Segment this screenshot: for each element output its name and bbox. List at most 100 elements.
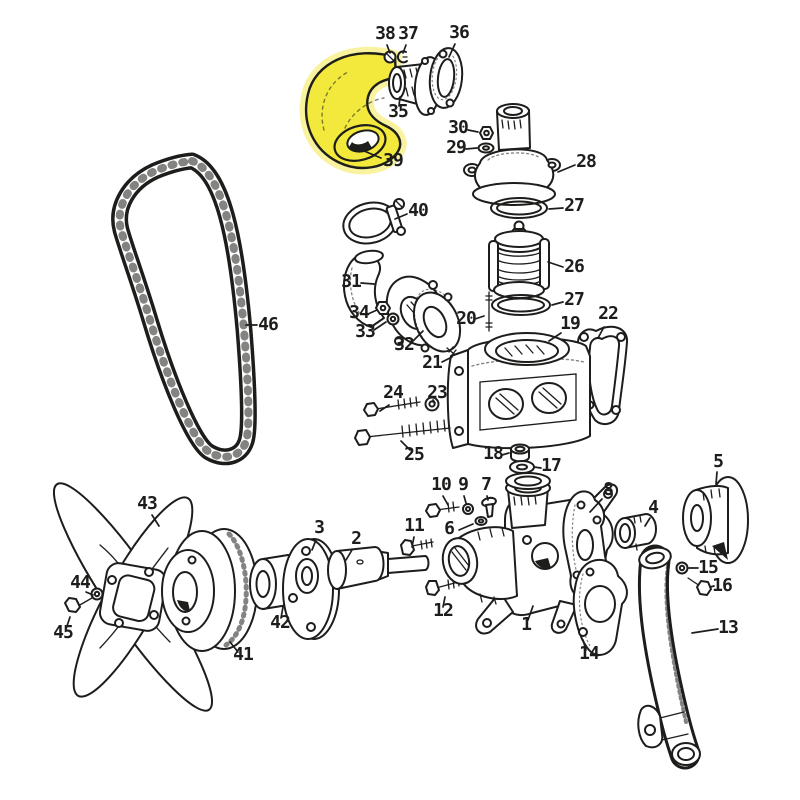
part-number-label[interactable]: 14 xyxy=(579,643,601,664)
part-number-label[interactable]: 34 xyxy=(349,302,371,323)
callout-3[interactable]: 3 xyxy=(311,517,325,551)
part-16-bolt[interactable] xyxy=(687,577,712,596)
part-number-label[interactable]: 3 xyxy=(314,517,325,538)
part-26-thermostat[interactable] xyxy=(488,220,550,299)
callout-5[interactable]: 5 xyxy=(713,451,724,485)
callout-2[interactable]: 2 xyxy=(345,528,362,561)
callout-39-highlighted[interactable]: 39 xyxy=(351,145,404,171)
part-number-label[interactable]: 18 xyxy=(483,443,504,464)
part-25-bolt[interactable] xyxy=(354,419,451,446)
part-number-label[interactable]: 10 xyxy=(431,474,452,495)
callout-42[interactable]: 42 xyxy=(270,606,291,633)
callout-17[interactable]: 17 xyxy=(533,455,562,476)
part-18-cap[interactable] xyxy=(510,443,530,463)
callout-44[interactable]: 44 xyxy=(70,572,94,596)
part-11-bolt[interactable] xyxy=(400,538,434,556)
part-4-bushing[interactable] xyxy=(614,513,657,551)
part-number-label[interactable]: 11 xyxy=(404,515,425,536)
part-number-label[interactable]: 17 xyxy=(541,455,562,476)
callout-35[interactable]: 35 xyxy=(388,96,409,122)
callout-4[interactable]: 4 xyxy=(644,497,660,527)
callout-6[interactable]: 6 xyxy=(444,518,474,539)
part-number-label[interactable]: 13 xyxy=(718,617,739,638)
callout-25[interactable]: 25 xyxy=(400,440,425,465)
part-number-label[interactable]: 29 xyxy=(446,137,467,158)
part-2-shaft[interactable] xyxy=(327,546,430,590)
part-36-gasket[interactable] xyxy=(427,46,465,109)
part-28-thermostat-housing[interactable] xyxy=(463,103,561,206)
part-number-label[interactable]: 6 xyxy=(444,518,455,539)
part-number-label[interactable]: 45 xyxy=(53,622,74,643)
part-number-label[interactable]: 41 xyxy=(233,644,254,665)
part-33-washer[interactable] xyxy=(386,312,400,326)
callout-12[interactable]: 12 xyxy=(433,596,454,621)
callout-28[interactable]: 28 xyxy=(557,151,597,173)
part-14-gasket[interactable] xyxy=(572,558,628,656)
callout-29[interactable]: 29 xyxy=(446,137,478,158)
callout-18[interactable]: 18 xyxy=(483,443,510,464)
part-number-label[interactable]: 24 xyxy=(383,382,405,403)
callout-14[interactable]: 14 xyxy=(579,639,601,664)
callout-8[interactable]: 8 xyxy=(589,479,614,513)
part-27-oring-lower[interactable] xyxy=(491,294,551,316)
part-29-washer[interactable] xyxy=(477,142,495,154)
part-number-label[interactable]: 4 xyxy=(648,497,660,518)
callout-34[interactable]: 34 xyxy=(349,302,378,323)
part-number-label[interactable]: 20 xyxy=(456,308,477,329)
part-34-nut[interactable] xyxy=(375,301,391,315)
callout-1[interactable]: 1 xyxy=(521,605,534,635)
callout-16[interactable]: 16 xyxy=(709,575,733,596)
callout-30[interactable]: 30 xyxy=(448,117,479,138)
callout-40[interactable]: 40 xyxy=(394,200,429,221)
part-41-pulley[interactable] xyxy=(161,528,258,652)
callout-27[interactable]: 27 xyxy=(548,195,585,216)
part-15-washer[interactable] xyxy=(675,561,689,575)
part-number-label[interactable]: 39 xyxy=(383,150,404,171)
part-43-fan[interactable] xyxy=(35,470,230,725)
callout-22[interactable]: 22 xyxy=(597,303,619,339)
callout-38[interactable]: 38 xyxy=(375,23,396,54)
part-1-water-pump[interactable] xyxy=(439,472,619,635)
part-number-label[interactable]: 33 xyxy=(355,321,376,342)
part-35-water-outlet[interactable] xyxy=(388,56,443,116)
callout-32[interactable]: 32 xyxy=(394,330,424,355)
part-number-label[interactable]: 31 xyxy=(341,271,362,292)
part-number-label[interactable]: 46 xyxy=(258,314,279,335)
part-number-label[interactable]: 23 xyxy=(427,382,448,403)
part-number-label[interactable]: 22 xyxy=(598,303,619,324)
part-number-label[interactable]: 9 xyxy=(458,474,469,495)
callout-41[interactable]: 41 xyxy=(229,641,254,665)
part-5-fan-hub[interactable] xyxy=(682,476,749,564)
callout-31[interactable]: 31 xyxy=(341,271,375,292)
callout-13[interactable]: 13 xyxy=(691,617,739,638)
callout-11[interactable]: 11 xyxy=(404,515,425,548)
part-number-label[interactable]: 37 xyxy=(398,23,419,44)
callout-43[interactable]: 43 xyxy=(137,493,160,527)
callout-9[interactable]: 9 xyxy=(458,474,469,504)
part-number-label[interactable]: 21 xyxy=(422,352,443,373)
callout-7[interactable]: 7 xyxy=(481,474,492,501)
callout-21[interactable]: 21 xyxy=(422,352,453,373)
part-number-label[interactable]: 5 xyxy=(713,451,724,472)
part-20-stud[interactable] xyxy=(485,291,493,332)
part-9-washer[interactable] xyxy=(462,503,474,515)
part-27-oring-upper[interactable] xyxy=(490,197,548,219)
part-number-label[interactable]: 30 xyxy=(448,117,469,138)
part-30-nut[interactable] xyxy=(479,126,494,140)
part-32-gasket[interactable] xyxy=(405,285,469,359)
callout-15[interactable]: 15 xyxy=(688,557,719,578)
callout-26[interactable]: 26 xyxy=(547,256,585,277)
part-17-seal[interactable] xyxy=(509,460,535,474)
part-13-water-pipe[interactable] xyxy=(637,544,701,770)
callout-33[interactable]: 33 xyxy=(355,321,387,342)
part-number-label[interactable]: 8 xyxy=(603,479,614,500)
part-number-label[interactable]: 26 xyxy=(564,256,585,277)
part-number-label[interactable]: 27 xyxy=(564,195,585,216)
part-number-label[interactable]: 43 xyxy=(137,493,158,514)
callout-36[interactable]: 36 xyxy=(448,22,470,58)
part-number-label[interactable]: 19 xyxy=(560,313,581,334)
part-40-hose-clamp[interactable] xyxy=(339,197,406,249)
callout-20[interactable]: 20 xyxy=(456,308,485,329)
part-number-label[interactable]: 15 xyxy=(698,557,719,578)
part-39-bypass-hose-highlighted[interactable] xyxy=(299,46,407,175)
